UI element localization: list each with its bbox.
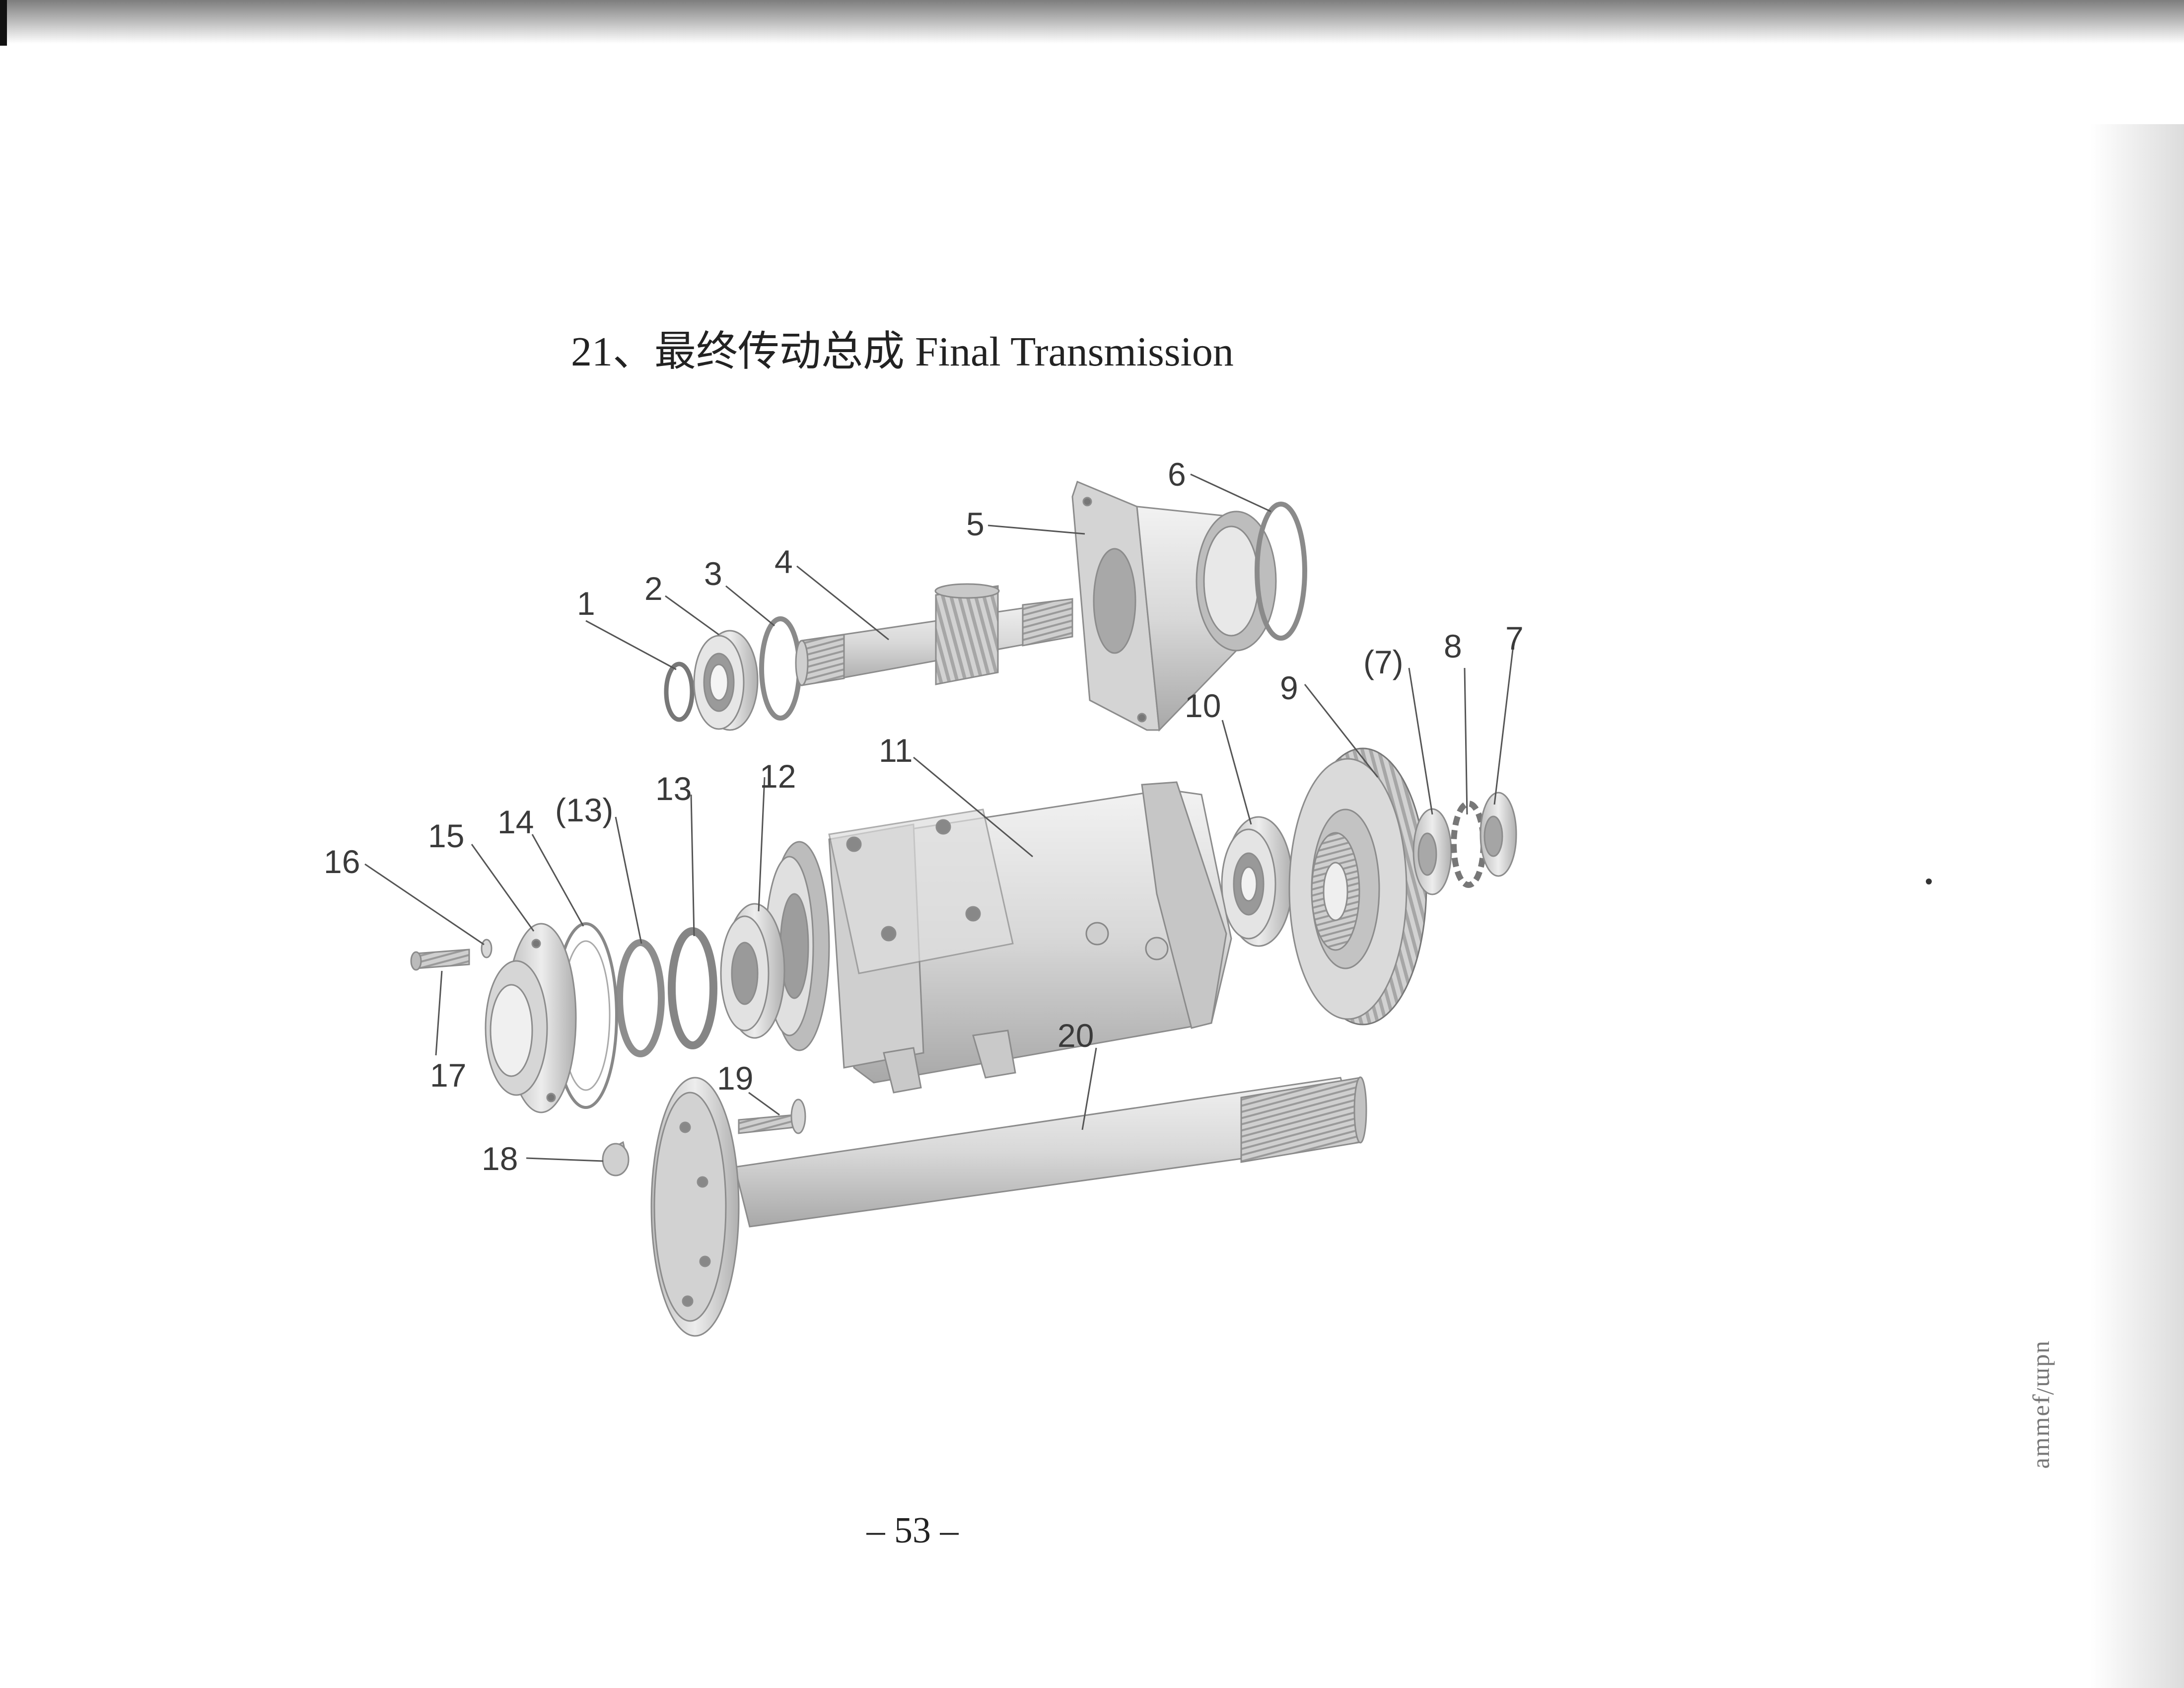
part-17-bolt xyxy=(410,949,470,971)
scan-book-edge xyxy=(2090,124,2184,1688)
callout-13-bracketed: (13) xyxy=(555,792,614,828)
part-12-bearing xyxy=(720,903,785,1039)
part-20-axle-shaft xyxy=(650,1076,1367,1337)
part-15-bearing-cap xyxy=(485,923,577,1113)
part-6-o-ring xyxy=(1255,502,1307,641)
part-1-snap-ring xyxy=(664,661,695,722)
part-3-o-ring xyxy=(759,616,802,721)
part-5-housing xyxy=(1071,480,1277,732)
leader-lines xyxy=(364,473,1514,1162)
callout-6: 6 xyxy=(1168,456,1186,493)
callout-8: 8 xyxy=(1444,628,1462,664)
part-8-lock-washer xyxy=(1451,801,1486,888)
part-18-nut xyxy=(602,1141,630,1176)
part-7-bracketed-nut xyxy=(1412,808,1452,895)
callout-19: 19 xyxy=(717,1060,754,1097)
callout-9: 9 xyxy=(1280,669,1298,706)
callout-14: 14 xyxy=(497,804,534,840)
callout-4: 4 xyxy=(775,543,793,580)
scan-left-mark xyxy=(0,0,7,46)
callout-10: 10 xyxy=(1185,687,1221,724)
part-9-gear xyxy=(1288,747,1427,1026)
part-16-washer xyxy=(481,939,493,958)
callout-7: 7 xyxy=(1505,620,1524,657)
page-title: 21、最终传动总成 Final Transmission xyxy=(571,329,1234,375)
bleed-through-text: udm/ɟəɯɯɐ xyxy=(2032,1341,2060,1470)
part-2-bearing xyxy=(693,630,759,731)
page-number: – 53 – xyxy=(866,1510,959,1551)
part-13-spacer xyxy=(668,927,717,1049)
callout-2: 2 xyxy=(644,570,663,607)
callout-20: 20 xyxy=(1057,1017,1094,1054)
part-4-pinion-shaft xyxy=(795,583,1073,686)
callout-7-bracketed: (7) xyxy=(1363,644,1404,680)
part-10-bearing xyxy=(1221,816,1293,947)
part-19-bolt xyxy=(738,1099,806,1134)
callout-3: 3 xyxy=(704,555,722,592)
callout-16: 16 xyxy=(324,843,360,880)
callout-17: 17 xyxy=(430,1057,467,1094)
callout-11: 11 xyxy=(879,732,913,769)
scan-top-shadow xyxy=(0,0,2184,44)
callout-12: 12 xyxy=(760,758,796,795)
callout-13: 13 xyxy=(655,770,692,807)
callout-15: 15 xyxy=(428,817,465,854)
part-7-nut xyxy=(1479,792,1517,877)
callout-5: 5 xyxy=(966,506,985,542)
callout-1: 1 xyxy=(577,585,595,622)
callout-18: 18 xyxy=(482,1140,518,1177)
part-11-final-housing xyxy=(765,781,1232,1094)
part-13-bracketed-spacer xyxy=(616,939,665,1057)
